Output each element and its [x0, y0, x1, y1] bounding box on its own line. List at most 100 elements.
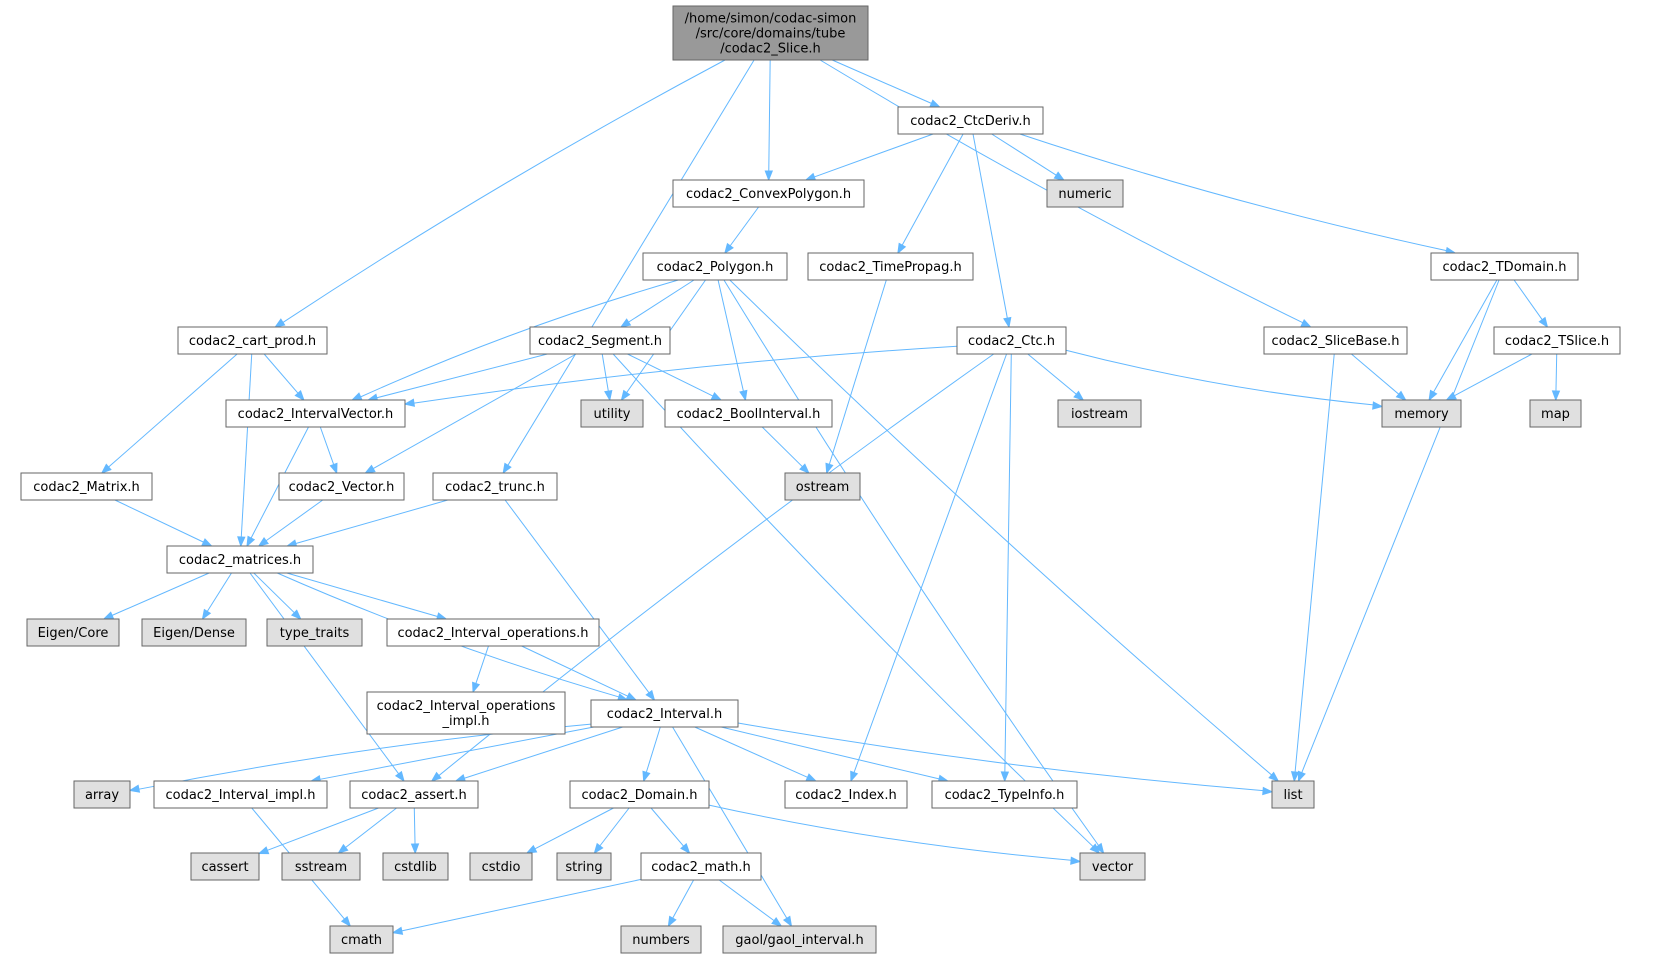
edge-arrowhead [604, 389, 613, 402]
node-timepropag[interactable]: codac2_TimePropag.h [807, 252, 974, 281]
edge-arrowhead [850, 770, 859, 783]
edge-matrices-to-assert [249, 572, 405, 783]
node-vector: vector [1079, 852, 1146, 881]
edge-tdomain-to-tslice [1513, 279, 1549, 329]
edge-line [672, 726, 788, 919]
node-cart_prod[interactable]: codac2_cart_prod.h [177, 326, 328, 355]
edge-domain-to-math [650, 807, 691, 855]
node-assert[interactable]: codac2_assert.h [349, 780, 479, 809]
node-box [642, 252, 788, 281]
edge-boolinterval-to-ostream [761, 426, 810, 474]
node-gaol: gaol/gaol_interval.h [722, 925, 877, 954]
edge-arrowhead [257, 846, 270, 855]
edge-arrowhead [102, 611, 115, 620]
node-label: codac2_ConvexPolygon.h [686, 187, 851, 202]
node-interval[interactable]: codac2_Interval.h [590, 699, 739, 728]
edge-domain-to-string [593, 807, 630, 855]
node-polygon[interactable]: codac2_Polygon.h [642, 252, 788, 281]
node-boolinterval[interactable]: codac2_BoolInterval.h [664, 399, 833, 428]
edge-arrowhead [430, 771, 442, 782]
edge-arrowhead [799, 463, 810, 474]
node-numeric: numeric [1046, 179, 1124, 208]
node-box [1381, 399, 1462, 428]
edge-arrowhead [1395, 390, 1407, 401]
node-label: codac2_Index.h [795, 788, 896, 803]
edge-line [768, 59, 771, 172]
edge-line [282, 59, 726, 323]
edge-root-to-trunc [502, 59, 755, 475]
node-label: codac2_TimePropag.h [819, 260, 962, 275]
edge-vector_h-to-matrices [257, 499, 324, 547]
node-layer: /home/simon/codac-simon/src/core/domains… [20, 5, 1621, 954]
node-box [73, 780, 131, 809]
edge-arrowhead [329, 462, 338, 475]
node-label: array [85, 788, 119, 803]
node-label: codac2_IntervalVector.h [238, 407, 394, 422]
node-slicebase[interactable]: codac2_SliceBase.h [1263, 326, 1408, 355]
node-matrices[interactable]: codac2_matrices.h [166, 545, 314, 574]
node-domain[interactable]: codac2_Domain.h [569, 780, 710, 809]
node-list: list [1271, 780, 1315, 809]
node-tdomain[interactable]: codac2_TDomain.h [1430, 252, 1579, 281]
node-box [329, 925, 394, 954]
node-label: _impl.h [441, 714, 489, 729]
node-intervalvector[interactable]: codac2_IntervalVector.h [225, 399, 406, 428]
edge-arrowhead [710, 392, 723, 401]
node-label: /home/simon/codac-simon [685, 12, 857, 27]
node-box [278, 472, 405, 501]
node-ctcderiv[interactable]: codac2_CtcDeriv.h [897, 106, 1044, 135]
edge-arrowhead [619, 318, 632, 328]
node-label: codac2_assert.h [361, 788, 467, 803]
edge-cart_prod-to-matrix [100, 353, 238, 474]
edge-line [737, 722, 1264, 792]
edge-arrowhead [274, 318, 286, 328]
node-segment[interactable]: codac2_Segment.h [529, 326, 671, 355]
edge-arrowhead [1268, 771, 1280, 782]
edge-polygon-to-list [729, 279, 1280, 782]
node-convexpolygon[interactable]: codac2_ConvexPolygon.h [672, 179, 865, 208]
node-ctc[interactable]: codac2_Ctc.h [956, 326, 1067, 355]
edge-line [672, 879, 695, 919]
edge-timepropag-to-ostream [825, 279, 887, 475]
node-intervalops[interactable]: codac2_Interval_operations.h [386, 618, 600, 647]
edge-arrowhead [804, 172, 817, 181]
node-trunc[interactable]: codac2_trunc.h [432, 472, 558, 501]
node-math[interactable]: codac2_math.h [640, 852, 762, 881]
edge-arrowhead [1300, 319, 1312, 328]
edge-cart_prod-to-intervalvector [263, 353, 305, 402]
edge-arrowhead [1089, 843, 1101, 854]
edge-arrowhead [1445, 391, 1457, 401]
node-tslice[interactable]: codac2_TSlice.h [1493, 326, 1621, 355]
node-matrix[interactable]: codac2_Matrix.h [20, 472, 153, 501]
edge-tdomain-to-list [1297, 279, 1500, 783]
node-box [664, 399, 833, 428]
node-box [956, 326, 1067, 355]
node-label: cstdio [482, 860, 521, 875]
edge-domain-to-vector [708, 804, 1082, 865]
edge-intervalvector-to-vector_h [319, 426, 338, 475]
edge-arrowhead [472, 681, 481, 694]
node-label: codac2_cart_prod.h [189, 334, 316, 349]
edge-interval-to-list [737, 722, 1274, 796]
edge-arrowhead [294, 390, 305, 402]
edge-arrowhead [394, 770, 405, 783]
node-index[interactable]: codac2_Index.h [784, 780, 908, 809]
node-vector_h[interactable]: codac2_Vector.h [278, 472, 405, 501]
edge-arrowhead [403, 398, 416, 407]
node-label: ostream [796, 480, 850, 495]
node-intervalopsimpl[interactable]: codac2_Interval_operations_impl.h [366, 691, 566, 735]
node-label: vector [1092, 860, 1134, 875]
edge-line [814, 133, 934, 178]
edge-matrices-to-eigendense [201, 572, 232, 621]
node-eigencore: Eigen/Core [26, 618, 120, 647]
node-label: Eigen/Core [38, 626, 109, 641]
node-box [931, 780, 1078, 809]
node-typeinfo[interactable]: codac2_TypeInfo.h [931, 780, 1078, 809]
node-intervalimpl[interactable]: codac2_Interval_impl.h [153, 780, 328, 809]
node-label: codac2_Interval_impl.h [165, 788, 315, 803]
node-label: codac2_matrices.h [179, 553, 301, 568]
node-box [1079, 852, 1146, 881]
edge-arrowhead [680, 843, 691, 855]
edge-line [650, 807, 685, 847]
node-label: numeric [1058, 187, 1111, 202]
